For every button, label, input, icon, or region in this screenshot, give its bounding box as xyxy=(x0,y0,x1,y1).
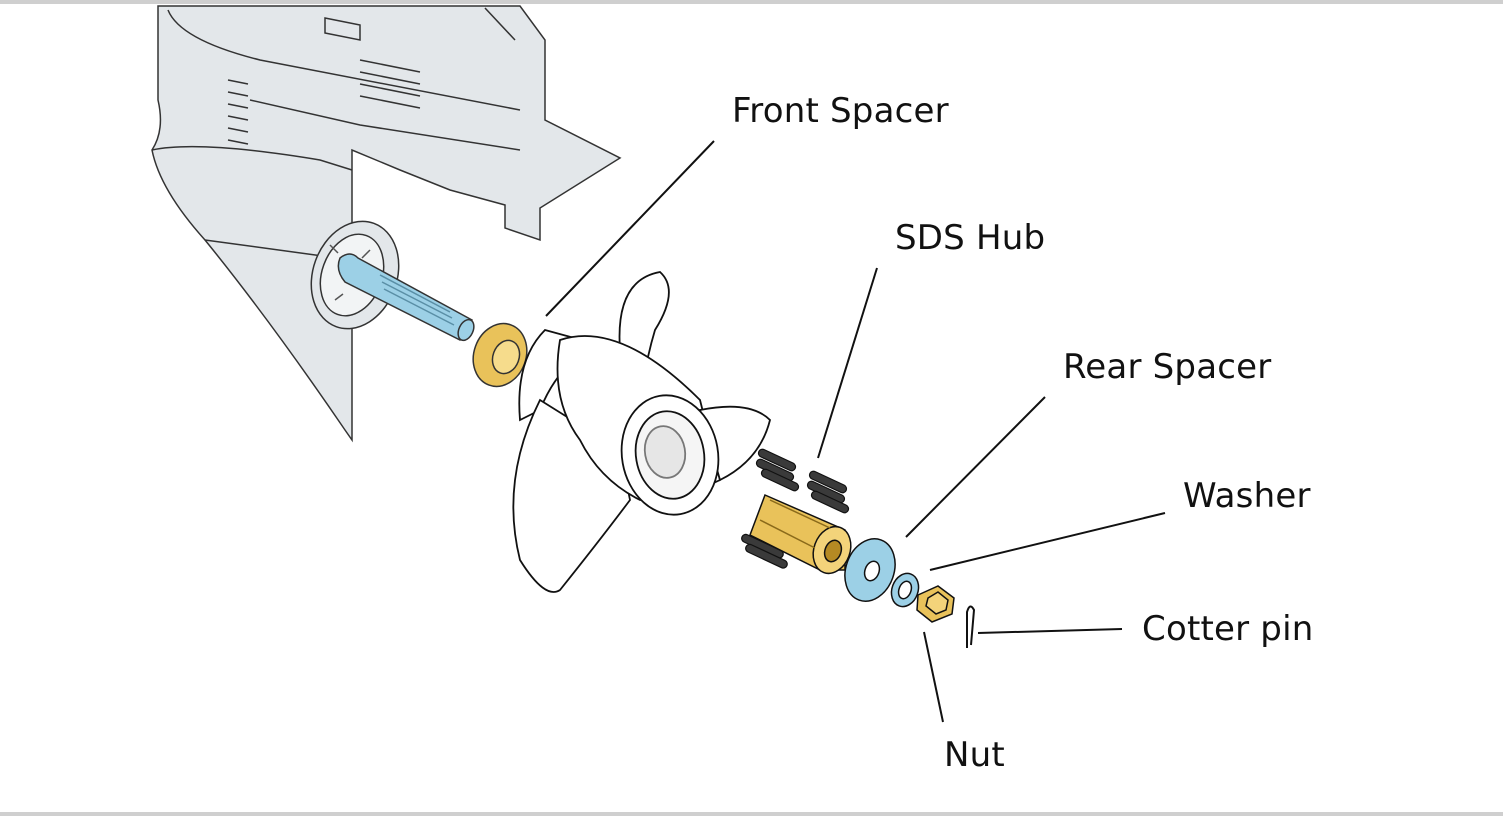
top-border xyxy=(0,0,1503,4)
sds-hub-inserts xyxy=(741,448,850,569)
nut-label: Nut xyxy=(944,735,1005,775)
washer xyxy=(890,572,920,608)
bottom-border xyxy=(0,812,1503,816)
rear-spacer-label: Rear Spacer xyxy=(1063,347,1272,387)
leader-cotter-pin xyxy=(977,628,1123,634)
leader-washer xyxy=(929,512,1166,571)
front-spacer xyxy=(472,322,528,388)
front-spacer-label: Front Spacer xyxy=(732,91,949,131)
leader-nut xyxy=(923,631,944,723)
sds-hub xyxy=(749,493,852,575)
leader-lines xyxy=(545,140,1166,723)
cotter-pin xyxy=(966,605,976,648)
leader-rear-spacer xyxy=(905,396,1046,538)
leader-sds-hub xyxy=(817,267,878,459)
propeller xyxy=(512,271,771,593)
cotter-pin-label: Cotter pin xyxy=(1142,609,1314,649)
leader-front-spacer xyxy=(545,140,715,317)
sds-hub-label: SDS Hub xyxy=(895,218,1046,258)
gearcase-housing xyxy=(151,5,622,443)
propeller-shaft xyxy=(337,253,475,342)
washer-label: Washer xyxy=(1183,476,1311,516)
rear-spacer xyxy=(844,538,896,602)
nut xyxy=(916,585,955,623)
